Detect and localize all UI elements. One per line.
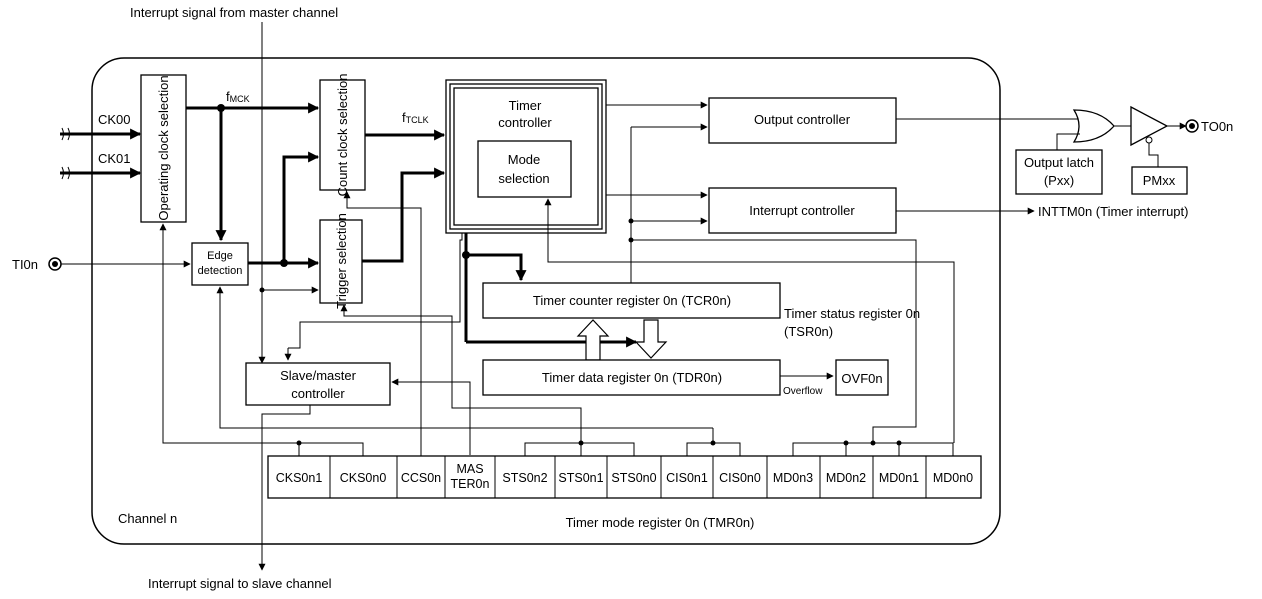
tmr-bit-ccs0n: CCS0n [401, 471, 441, 485]
svg-text:Count clock selection: Count clock selection [335, 74, 350, 197]
ck01-input: CK01 [60, 151, 142, 180]
svg-text:Interrupt controller: Interrupt controller [749, 203, 855, 218]
svg-text:Edge: Edge [207, 250, 233, 262]
svg-text:controller: controller [498, 115, 552, 130]
ck00-input: CK00 [60, 112, 142, 141]
master-interrupt-label: Interrupt signal from master channel [130, 5, 338, 20]
channel-label: Channel n [118, 511, 177, 526]
tmr-bit-cks0n0: CKS0n0 [340, 471, 387, 485]
tmr-bit-md0n3: MD0n3 [773, 471, 813, 485]
pmxx-block [1131, 166, 1188, 195]
tcr-to-tdr-hollow-arrow [634, 319, 668, 359]
svg-text:CK01: CK01 [98, 151, 131, 166]
tcr-register-block [482, 282, 781, 319]
svg-text:controller: controller [291, 386, 345, 401]
channel-outline [91, 57, 1001, 545]
svg-text:Operating clock selection: Operating clock selection [156, 75, 171, 220]
inttm-output-label: INTTM0n (Timer interrupt) [1038, 204, 1188, 219]
svg-text:TI0n: TI0n [12, 257, 38, 272]
fmck-label: fMCK [226, 89, 250, 104]
svg-text:Mode: Mode [508, 152, 541, 167]
ftclk-label: fTCLK [402, 110, 429, 125]
interrupt-controller-block [708, 187, 897, 234]
svg-text:PMxx: PMxx [1143, 173, 1176, 188]
svg-text:Slave/master: Slave/master [280, 368, 357, 383]
svg-text:Output latch: Output latch [1024, 155, 1094, 170]
tmr-bit-md0n1: MD0n1 [879, 471, 919, 485]
mode-selection-block [477, 140, 572, 198]
slave-master-controller-block [245, 362, 391, 406]
svg-text:OVF0n: OVF0n [841, 371, 882, 386]
svg-text:Timer data register 0n (TDR0n): Timer data register 0n (TDR0n) [542, 370, 722, 385]
slave-interrupt-label: Interrupt signal to slave channel [148, 576, 332, 591]
tsr-label: Timer status register 0n [784, 306, 920, 321]
tmr-bit-cis0n1: CIS0n1 [666, 471, 708, 485]
tmr-bit-md0n2: MD0n2 [826, 471, 866, 485]
ti0n-input: TI0n [12, 257, 191, 272]
overflow-label: Overflow [783, 386, 823, 397]
svg-text:(Pxx): (Pxx) [1044, 173, 1074, 188]
count-clock-selection-block [319, 79, 366, 191]
tmr-bit-md0n0: MD0n0 [933, 471, 973, 485]
tmr-register-label: Timer mode register 0n (TMR0n) [566, 515, 755, 530]
tdr-register-block [482, 359, 781, 396]
or-gate [1072, 109, 1115, 143]
svg-text:detection: detection [198, 265, 243, 277]
svg-text:Timer counter register 0n (TCR: Timer counter register 0n (TCR0n) [533, 293, 731, 308]
tmr-bit-cks0n1: CKS0n1 [276, 471, 323, 485]
svg-text:Trigger selection: Trigger selection [334, 213, 349, 309]
svg-text:(TSR0n): (TSR0n) [784, 324, 833, 339]
tmr-bit-sts0n2: STS0n2 [502, 471, 547, 485]
to0n-output-label: TO0n [1201, 119, 1233, 134]
trigger-selection-block [319, 219, 363, 304]
output-buffer [1130, 105, 1169, 147]
tmr-bit-sts0n1: STS0n1 [558, 471, 603, 485]
operating-clock-selection-block [140, 74, 187, 223]
output-controller-block [708, 97, 897, 144]
svg-text:Output controller: Output controller [754, 112, 851, 127]
svg-text:CK00: CK00 [98, 112, 131, 127]
svg-text:Timer: Timer [509, 98, 542, 113]
ovf-flag-block [835, 359, 889, 396]
tdr-to-tcr-hollow-arrow [576, 319, 610, 361]
svg-text:selection: selection [498, 171, 549, 186]
output-latch-block [1015, 149, 1103, 195]
tmr-bit-sts0n0: STS0n0 [611, 471, 656, 485]
tmr-bit-cis0n0: CIS0n0 [719, 471, 761, 485]
